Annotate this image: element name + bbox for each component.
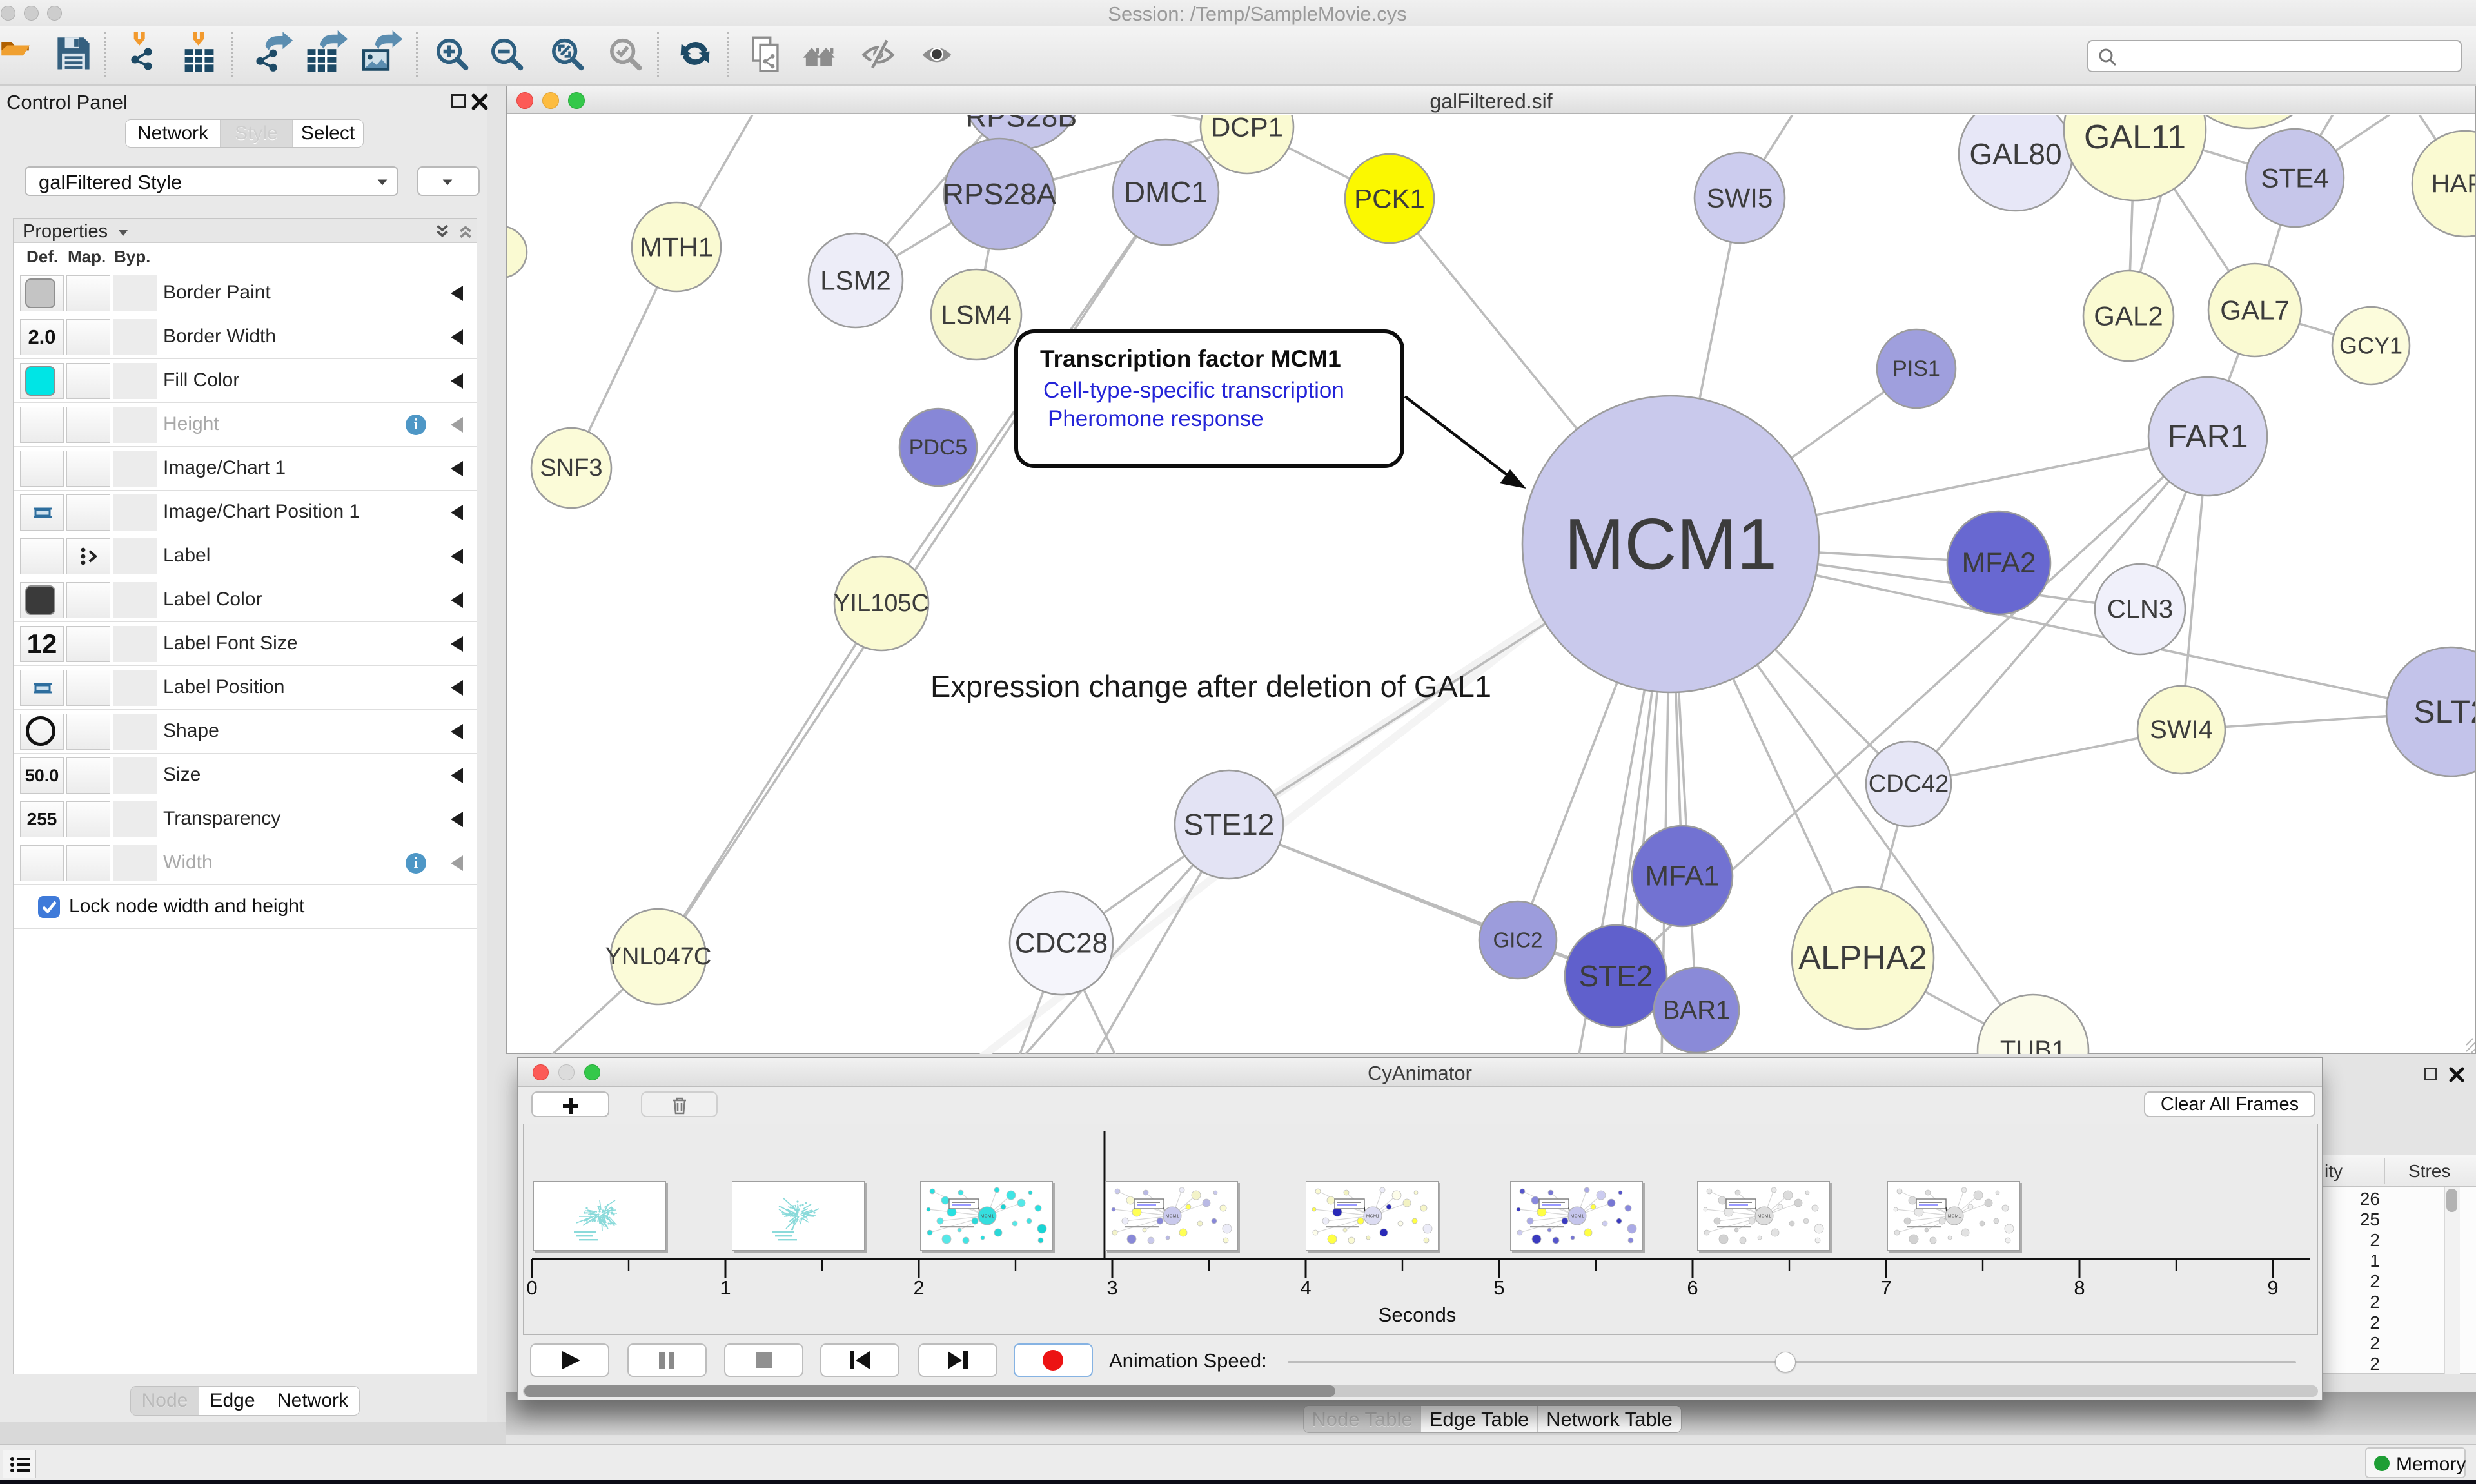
svg-text:GAL2: GAL2 bbox=[2094, 301, 2163, 331]
svg-text:YNL047C: YNL047C bbox=[605, 943, 712, 970]
svg-text:3: 3 bbox=[1106, 1276, 1117, 1299]
svg-text:MFA2: MFA2 bbox=[1962, 547, 2036, 579]
svg-text:STE12: STE12 bbox=[1184, 808, 1275, 841]
svg-text:MCM1: MCM1 bbox=[1758, 1215, 1771, 1219]
svg-text:7: 7 bbox=[1880, 1276, 1891, 1299]
svg-text:CLN3: CLN3 bbox=[2107, 595, 2173, 623]
svg-text:GAL11: GAL11 bbox=[2084, 119, 2186, 156]
svg-text:GAL80: GAL80 bbox=[1969, 137, 2061, 171]
svg-text:Transcription factor MCM1: Transcription factor MCM1 bbox=[1040, 346, 1341, 372]
svg-text:RPS28B: RPS28B bbox=[966, 115, 1077, 133]
svg-text:PDC5: PDC5 bbox=[909, 435, 968, 460]
svg-text:MTH1: MTH1 bbox=[640, 232, 713, 262]
svg-text:YIL105C: YIL105C bbox=[834, 590, 929, 617]
svg-text:SWI4: SWI4 bbox=[2150, 716, 2213, 744]
svg-text:HAP2: HAP2 bbox=[2432, 170, 2475, 198]
svg-text:DMC1: DMC1 bbox=[1124, 175, 1208, 209]
svg-text:GIC2: GIC2 bbox=[1493, 928, 1542, 952]
svg-text:CDC42: CDC42 bbox=[1869, 770, 1949, 797]
svg-text:Expression change after deleti: Expression change after deletion of GAL1 bbox=[930, 669, 1491, 703]
svg-text:GCY1: GCY1 bbox=[2339, 333, 2402, 359]
svg-text:SWI5: SWI5 bbox=[1707, 183, 1773, 213]
svg-text:SLT2: SLT2 bbox=[2413, 694, 2475, 730]
svg-text:RPS28A: RPS28A bbox=[943, 177, 1057, 211]
svg-text:2: 2 bbox=[913, 1276, 924, 1299]
svg-text:Cell-type-specific transcripti: Cell-type-specific transcription bbox=[1043, 378, 1344, 403]
svg-text:GAL7: GAL7 bbox=[2220, 295, 2289, 326]
svg-text:FAR1: FAR1 bbox=[2167, 418, 2248, 454]
svg-text:BAR1: BAR1 bbox=[1663, 996, 1731, 1024]
svg-text:MCM1: MCM1 bbox=[1166, 1215, 1179, 1219]
svg-text:SNF3: SNF3 bbox=[540, 454, 602, 482]
svg-text:MCM1: MCM1 bbox=[1366, 1215, 1380, 1219]
svg-text:DCP1: DCP1 bbox=[1211, 115, 1283, 142]
svg-text:STE4: STE4 bbox=[2261, 163, 2328, 193]
svg-text:MCM1: MCM1 bbox=[1564, 504, 1777, 585]
svg-text:Pheromone response: Pheromone response bbox=[1048, 406, 1264, 431]
svg-text:CDC28: CDC28 bbox=[1015, 928, 1108, 959]
svg-text:5: 5 bbox=[1493, 1276, 1504, 1299]
svg-text:6: 6 bbox=[1687, 1276, 1698, 1299]
svg-text:MCM1: MCM1 bbox=[1571, 1215, 1584, 1219]
svg-text:TUB1: TUB1 bbox=[2000, 1036, 2066, 1054]
svg-text:MFA1: MFA1 bbox=[1646, 861, 1720, 892]
svg-text:8: 8 bbox=[2074, 1276, 2085, 1299]
svg-text:1: 1 bbox=[720, 1276, 731, 1299]
svg-text:STE2: STE2 bbox=[1578, 959, 1653, 993]
svg-text:PIS1: PIS1 bbox=[1892, 356, 1940, 381]
svg-text:MCM1: MCM1 bbox=[1948, 1215, 1961, 1219]
svg-text:LSM4: LSM4 bbox=[941, 300, 1012, 330]
svg-text:ALPHA2: ALPHA2 bbox=[1798, 939, 1927, 977]
svg-text:MCM1: MCM1 bbox=[981, 1215, 994, 1219]
svg-text:0: 0 bbox=[526, 1276, 537, 1299]
svg-text:9: 9 bbox=[2267, 1276, 2278, 1299]
svg-text:LSM2: LSM2 bbox=[820, 266, 891, 296]
svg-text:Seconds: Seconds bbox=[1379, 1303, 1457, 1326]
svg-text:4: 4 bbox=[1300, 1276, 1311, 1299]
svg-text:PCK1: PCK1 bbox=[1354, 184, 1425, 214]
